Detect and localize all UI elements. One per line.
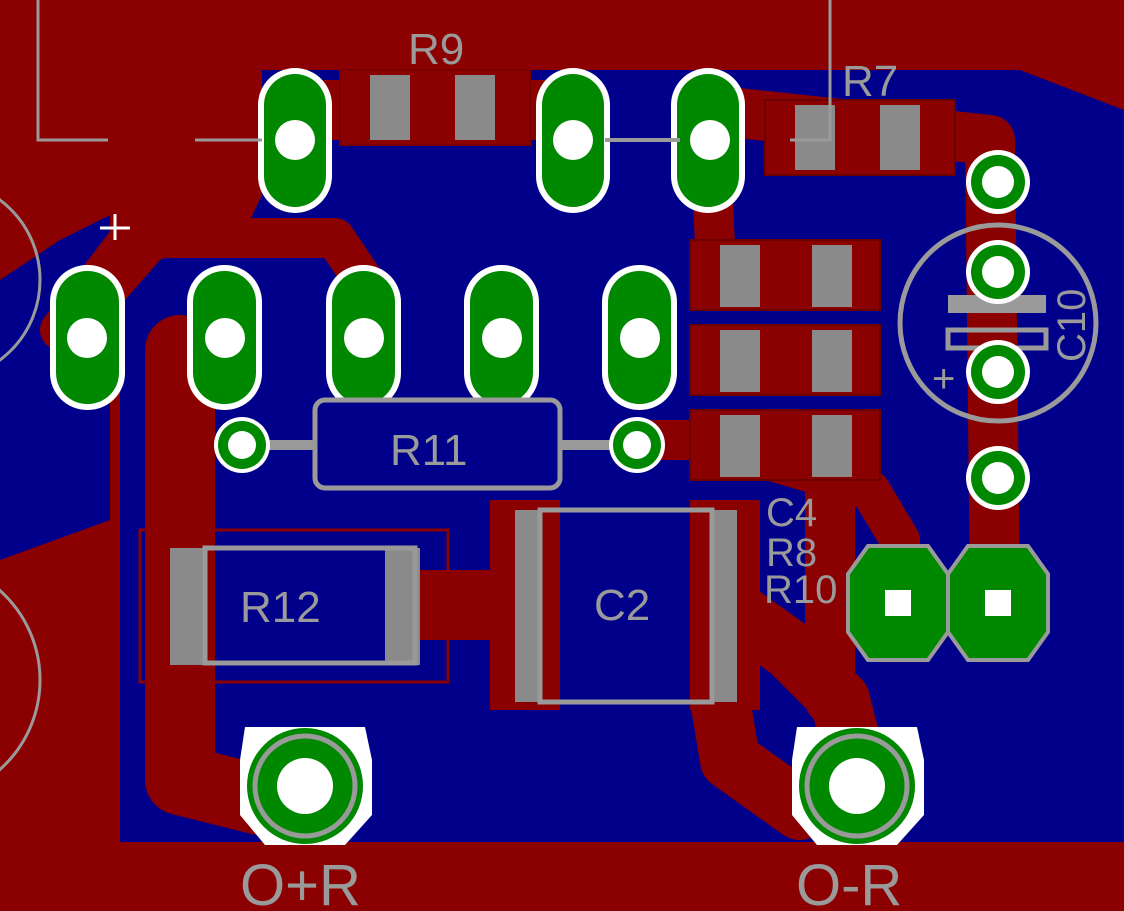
- r11-pad-right-drill: [623, 431, 651, 459]
- trace-c2-bottom: [690, 670, 830, 840]
- r12-body: [202, 545, 418, 666]
- label-r11: R11: [390, 426, 467, 475]
- left-cap-arc-bottom: [0, 588, 42, 772]
- r9-pad-right: [455, 75, 495, 140]
- c10-outline: [897, 222, 1099, 424]
- r7-pad-right: [880, 105, 920, 170]
- pad-right-mid: [966, 446, 1030, 510]
- c4-pad-left: [720, 245, 760, 307]
- c2-term-right: [712, 510, 737, 702]
- label-out-pos: O+R: [240, 853, 361, 911]
- output-terminal-pos: [240, 727, 372, 845]
- output-bus: [0, 842, 1124, 911]
- connector-outline-left: [36, 0, 108, 142]
- c2-body: [537, 507, 715, 705]
- c4-pad-right: [812, 245, 852, 307]
- c10-plate-top: [948, 295, 1046, 313]
- r8-pad-left: [720, 330, 760, 392]
- smd-footprints: [138, 69, 956, 710]
- connector-pads: [846, 544, 1050, 662]
- label-out-neg: O-R: [796, 853, 902, 911]
- silkscreen-labels: R9 R7 R11 R12 C2 C4 R8 R10 C10 + O+R O-R: [240, 25, 1094, 911]
- r10-pad-right: [812, 415, 852, 477]
- pad-r9-right: [536, 68, 610, 213]
- label-c10: C10: [1050, 289, 1094, 362]
- label-c10-polarity: +: [932, 357, 955, 401]
- label-r7: R7: [842, 57, 898, 106]
- pad-1: [50, 265, 125, 410]
- pad-right-top: [966, 150, 1030, 214]
- silkscreen-outlines: [0, 0, 832, 772]
- output-terminal-neg: [792, 727, 924, 845]
- pad-5: [602, 265, 677, 410]
- r8-pad-right: [812, 330, 852, 392]
- c10-pad-1: [966, 240, 1030, 304]
- r7-body: [764, 99, 956, 176]
- c10-capacitor: [897, 222, 1099, 424]
- pad-r7-left: [671, 68, 745, 213]
- label-c2: C2: [594, 581, 650, 630]
- oval-pads-middle: [50, 265, 677, 410]
- label-r9: R9: [408, 25, 464, 74]
- pad-r9-left: [258, 68, 332, 213]
- label-r8: R8: [766, 531, 817, 575]
- pad-3: [326, 265, 401, 410]
- c2-term-left: [515, 510, 540, 702]
- label-c4: C4: [766, 491, 817, 535]
- label-r10: R10: [764, 568, 837, 612]
- r9-pad-left: [370, 75, 410, 140]
- label-r12: R12: [240, 583, 321, 632]
- r10-pad-left: [720, 415, 760, 477]
- pads-right-column: [966, 150, 1030, 510]
- left-cap-arc-top: [0, 198, 42, 362]
- c10-pad-2: [966, 340, 1030, 404]
- r9-body: [339, 69, 531, 146]
- r12-pad-left: [170, 548, 205, 665]
- r11-pad-left-drill: [228, 431, 256, 459]
- r11-body: [312, 397, 563, 491]
- connector-pad-1: [846, 544, 950, 662]
- trace-left-down: [145, 315, 295, 835]
- r7-pad-left: [795, 105, 835, 170]
- r11-resistor: [214, 397, 665, 491]
- connector-pad-2: [946, 544, 1050, 662]
- oval-pads-top: [258, 68, 745, 213]
- pad-2: [187, 265, 262, 410]
- r12-outline: [138, 528, 450, 684]
- header-outline-right: [790, 0, 832, 142]
- pad-4: [464, 265, 539, 410]
